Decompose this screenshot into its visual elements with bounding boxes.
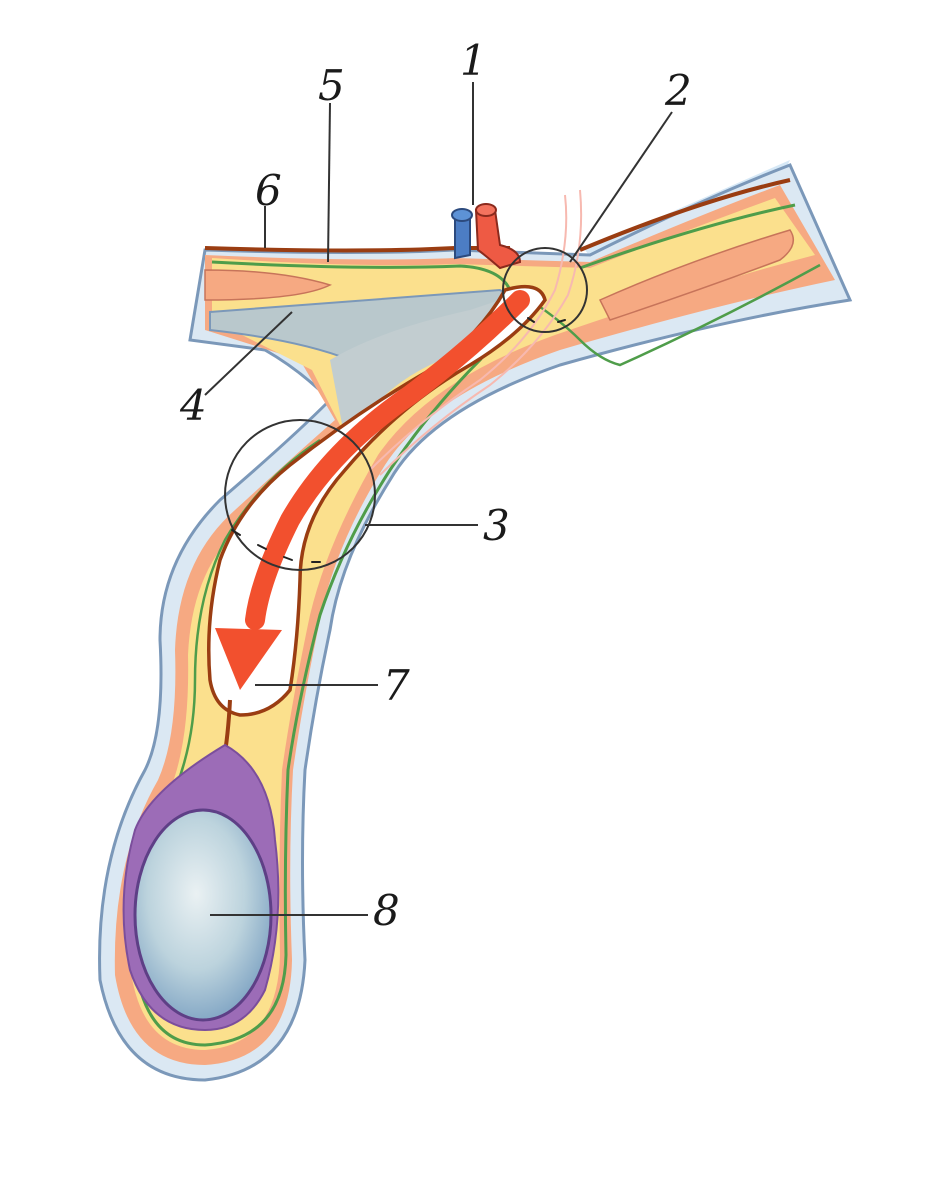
superficial-ring-tick-3	[283, 556, 293, 561]
superficial-inguinal-ring	[224, 419, 376, 571]
descent-arrow-shaft	[245, 290, 530, 630]
artery-vessel-top	[475, 203, 497, 217]
label-4: 4	[179, 381, 207, 430]
vein-vessel-top	[451, 208, 473, 222]
leader-4	[204, 311, 293, 396]
deep-ring-tick-2	[557, 319, 566, 323]
leader-2	[569, 111, 673, 263]
leader-5	[327, 102, 331, 263]
upper-muscle-right	[598, 229, 795, 321]
descent-arrow-head	[215, 628, 282, 690]
spermatic-cord-strand-1	[369, 194, 568, 471]
artery-vessel	[474, 209, 522, 270]
deep-ring-tick-1	[527, 317, 535, 323]
upper-muscle-left	[204, 269, 333, 301]
green-layer-line-inner	[529, 263, 821, 367]
label-1: 1	[460, 36, 487, 85]
label-3: 3	[483, 501, 510, 550]
spermatic-cord-strand-2	[379, 189, 583, 476]
label-6: 6	[255, 166, 282, 215]
processus-vaginalis	[207, 284, 547, 717]
label-7: 7	[383, 661, 410, 710]
label-5: 5	[318, 61, 345, 110]
deep-inguinal-ring	[502, 247, 588, 333]
green-layer-line	[133, 203, 796, 1047]
brown-surface-line	[204, 178, 791, 253]
label-2: 2	[664, 66, 692, 115]
label-8: 8	[373, 886, 400, 935]
superficial-ring-tick-1	[231, 529, 241, 536]
superficial-ring-tick-2	[257, 544, 267, 550]
